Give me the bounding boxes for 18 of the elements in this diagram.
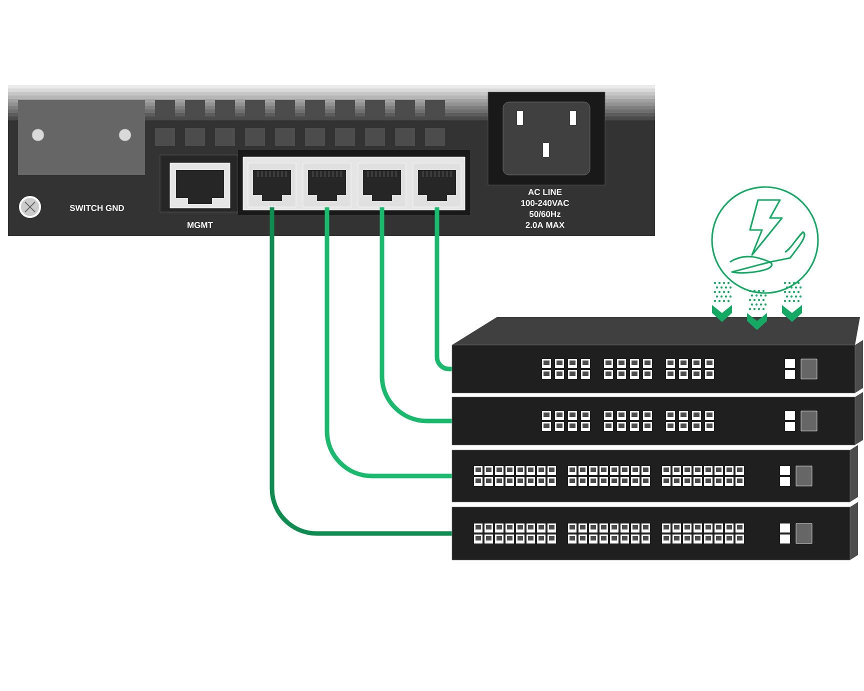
ethernet-port	[412, 162, 462, 208]
power-rating-label: 50/60Hz	[529, 210, 561, 218]
ground-label: SWITCH GND	[70, 205, 124, 211]
network-cable	[380, 207, 452, 424]
port-label: MGMT	[188, 222, 213, 228]
ethernet-port	[358, 162, 406, 208]
network-switch-drawing	[452, 445, 858, 502]
power-rating-label: 2.0A MAX	[526, 222, 565, 228]
ethernet-port	[248, 162, 296, 208]
power-rating-label: AC LINE	[528, 189, 562, 195]
network-switch-drawing	[452, 392, 863, 446]
power-rating-label: 100-240VAC	[521, 200, 570, 206]
network-cable	[270, 207, 452, 536]
network-switch-drawing	[452, 317, 863, 394]
network-cable	[434, 207, 452, 372]
network-switch-drawing	[452, 502, 858, 560]
network-cable	[324, 207, 452, 478]
ethernet-port	[302, 162, 352, 208]
